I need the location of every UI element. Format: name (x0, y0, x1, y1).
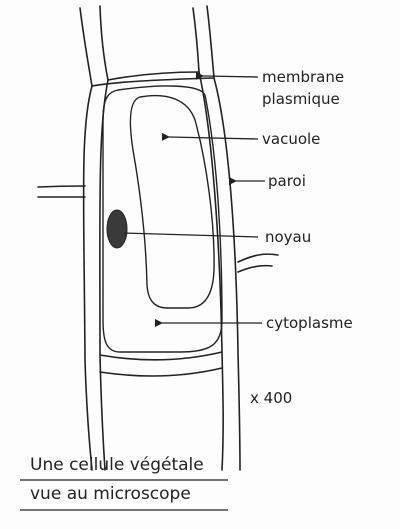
plasma-membrane (102, 85, 223, 353)
label-paroi: paroi (268, 172, 306, 190)
caption-line2: vue au microscope (30, 484, 191, 504)
label-magnification: x 400 (250, 389, 292, 407)
label-membrane-line2: plasmique (262, 90, 340, 108)
label-noyau: noyau (265, 228, 311, 246)
label-membrane-line1: membrane (262, 68, 344, 86)
pointer-vacuole (161, 132, 259, 141)
label-vacuole: vacuole (262, 130, 320, 148)
pointer-membrane (195, 71, 259, 80)
cell-wall (37, 5, 279, 471)
nucleus-shape (106, 209, 128, 249)
pointer-noyau (123, 232, 259, 238)
label-cytoplasme: cytoplasme (266, 314, 353, 332)
caption-line1: Une cellule végétale (30, 455, 204, 475)
vacuole-shape (129, 94, 215, 309)
